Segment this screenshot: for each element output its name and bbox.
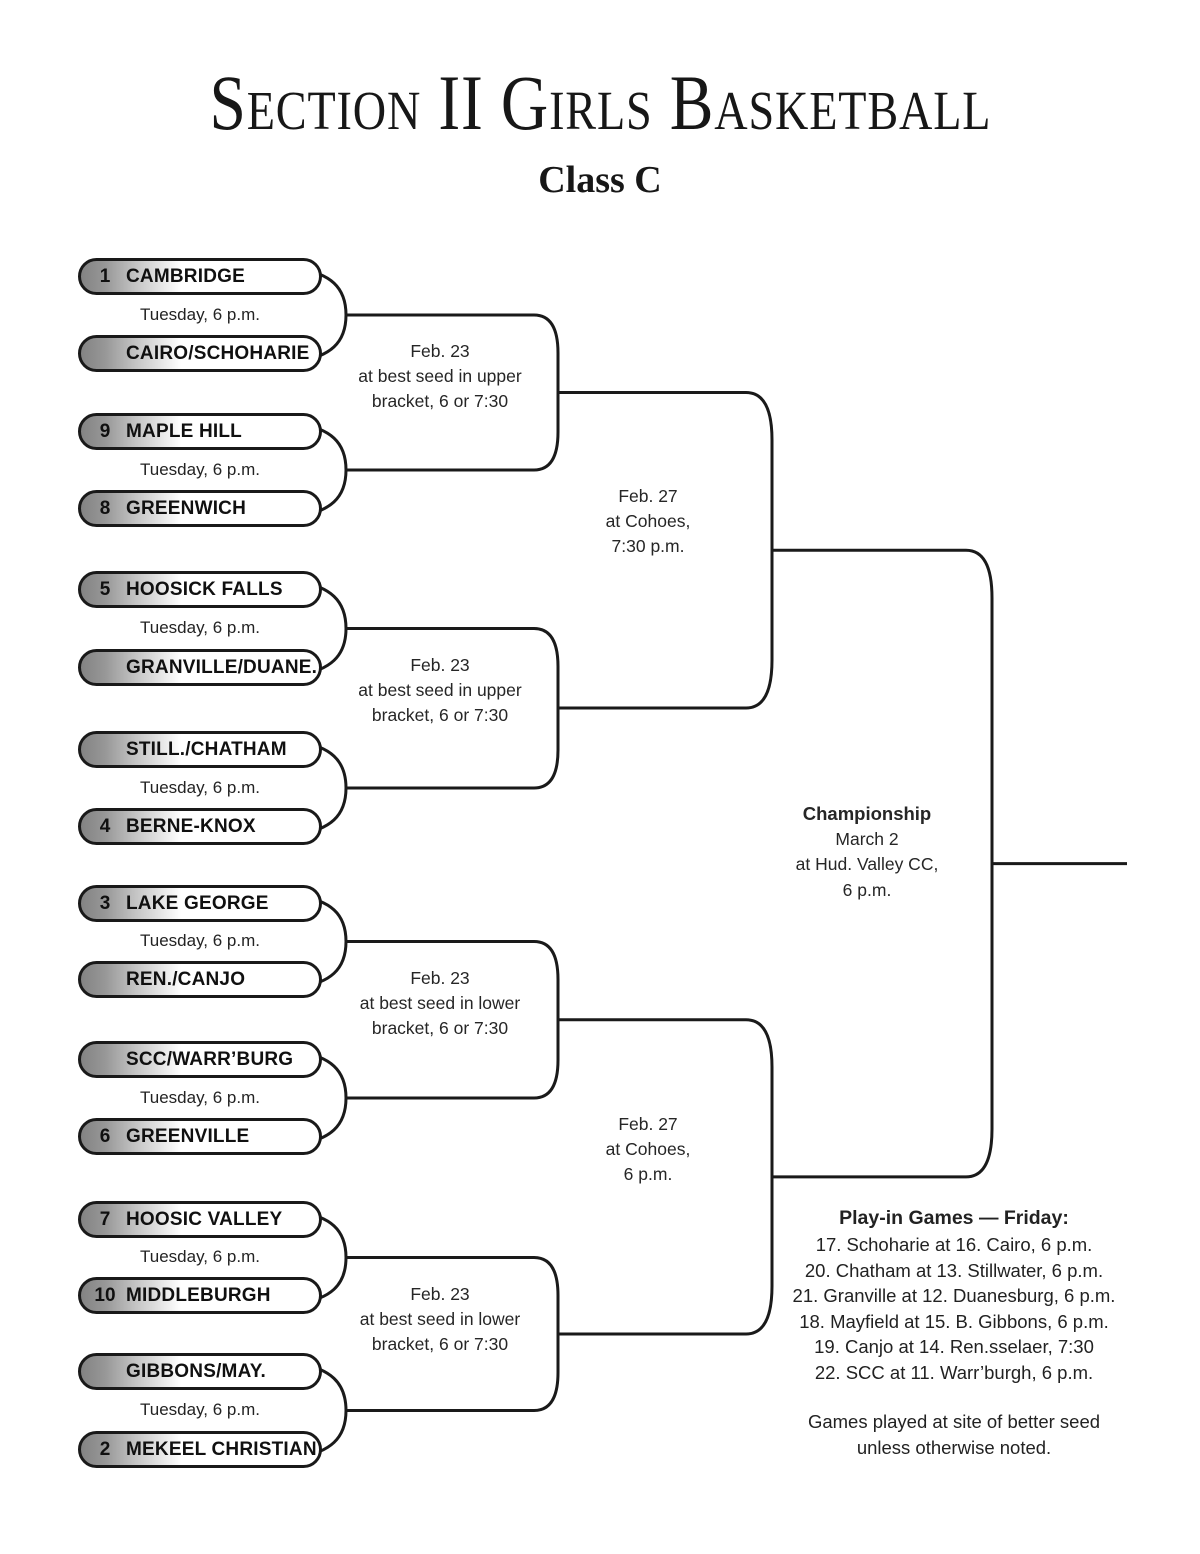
seed-number: 9 — [99, 421, 111, 442]
note-line: bracket, 6 or 7:30 — [371, 705, 509, 725]
seed-number: 4 — [99, 816, 111, 837]
pill-gibbons-may: GIBBONS/MAY. — [78, 1353, 322, 1390]
seed-number — [85, 964, 125, 995]
pill-greenwich: 8 GREENWICH — [78, 490, 322, 527]
team-name: GRANVILLE/DUANE. — [126, 657, 318, 678]
note-line: at Hud. Valley CC, — [795, 854, 939, 874]
pill-greenville: 6 GREENVILLE — [78, 1118, 322, 1155]
seed-number: 3 — [99, 893, 111, 914]
note-line: Feb. 23 — [410, 1284, 470, 1304]
team-name: HOOSICK FALLS — [126, 579, 283, 600]
class-label: Class C — [538, 159, 662, 201]
pill-berne-knox: 4 BERNE-KNOX — [78, 808, 322, 845]
team-name: LAKE GEORGE — [126, 893, 269, 914]
team-name: MIDDLEBURGH — [126, 1285, 271, 1306]
site-note-line: Games played at site of better seed — [807, 1411, 1101, 1432]
note-line: at Cohoes, — [605, 1139, 691, 1159]
quarterfinal-note-1: Feb. 23 at best seed in upper bracket, 6… — [330, 339, 550, 414]
seed-number: 1 — [99, 266, 111, 287]
game-time-label: Tuesday, 6 p.m. — [140, 460, 260, 479]
game-time-label: Tuesday, 6 p.m. — [140, 1400, 260, 1419]
game-time-label: Tuesday, 6 p.m. — [140, 1247, 260, 1266]
pill-mekeel-christian: 2 MEKEEL CHRISTIAN — [78, 1431, 322, 1468]
seed-number: 5 — [99, 579, 111, 600]
note-line: bracket, 6 or 7:30 — [371, 1018, 509, 1038]
seed-number: 8 — [99, 498, 111, 519]
pill-still-chatham: STILL./CHATHAM — [78, 731, 322, 768]
playin-game: 17. Schoharie at 16. Cairo, 6 p.m. — [815, 1234, 1093, 1255]
note-line: March 2 — [835, 828, 899, 849]
note-line: at best seed in lower — [359, 1309, 521, 1329]
note-line: bracket, 6 or 7:30 — [371, 391, 509, 411]
note-line: 6 p.m. — [623, 1164, 673, 1184]
game-time-label: Tuesday, 6 p.m. — [140, 1088, 260, 1107]
team-name: SCC/WARR’BURG — [126, 1049, 294, 1070]
playin-game: 22. SCC at 11. Warr’burgh, 6 p.m. — [814, 1361, 1094, 1383]
pill-maple-hill: 9 MAPLE HILL — [78, 413, 322, 450]
championship-heading: Championship — [802, 803, 932, 824]
pill-cairo-schoharie: CAIRO/SCHOHARIE — [78, 335, 322, 372]
championship-note: Championship March 2 at Hud. Valley CC, … — [735, 801, 999, 903]
seed-number: 2 — [99, 1439, 111, 1460]
team-name: MAPLE HILL — [126, 421, 242, 442]
game-time-label: Tuesday, 6 p.m. — [140, 618, 260, 637]
seed-number — [85, 652, 125, 683]
note-line: Feb. 23 — [410, 341, 470, 361]
note-line: Feb. 27 — [618, 486, 678, 506]
note-line: Feb. 23 — [410, 968, 470, 988]
page-title-text: Section II Girls Basketball — [209, 59, 991, 146]
game-time-label: Tuesday, 6 p.m. — [140, 305, 260, 324]
pill-middleburgh: 10 MIDDLEBURGH — [78, 1277, 322, 1314]
playin-game: 21. Granville at 12. Duanesburg, 6 p.m. — [792, 1285, 1116, 1306]
page-title: Section II Girls Basketball — [0, 62, 1200, 144]
seed-number — [85, 1044, 125, 1075]
pill-granville-duane: GRANVILLE/DUANE. — [78, 649, 322, 686]
team-name: REN./CANJO — [126, 969, 246, 990]
game-time-label: Tuesday, 6 p.m. — [140, 778, 260, 797]
team-name: BERNE-KNOX — [126, 816, 256, 837]
note-line: 7:30 p.m. — [611, 536, 685, 556]
seed-number — [85, 338, 125, 369]
playin-heading: Play-in Games — Friday: — [839, 1207, 1069, 1229]
quarterfinal-note-4: Feb. 23 at best seed in lower bracket, 6… — [330, 1282, 550, 1357]
quarterfinal-note-3: Feb. 23 at best seed in lower bracket, 6… — [330, 966, 550, 1041]
playin-game: 19. Canjo at 14. Ren.sselaer, 7:30 — [814, 1336, 1094, 1357]
pill-hoosic-valley: 7 HOOSIC VALLEY — [78, 1201, 322, 1238]
team-name: MEKEEL CHRISTIAN — [126, 1439, 317, 1460]
semifinal-note-1: Feb. 27 at Cohoes, 7:30 p.m. — [548, 484, 748, 559]
pill-ren-canjo: REN./CANJO — [78, 961, 322, 998]
note-line: at best seed in upper — [358, 366, 522, 386]
seed-number: 7 — [99, 1209, 111, 1230]
team-name: GREENWICH — [126, 498, 247, 519]
note-line: Feb. 23 — [410, 655, 470, 675]
team-name: CAMBRIDGE — [126, 266, 245, 287]
playin-game: 20. Chatham at 13. Stillwater, 6 p.m. — [804, 1259, 1104, 1281]
team-name: HOOSIC VALLEY — [126, 1209, 283, 1230]
note-line: at best seed in lower — [359, 993, 521, 1013]
note-line: Feb. 27 — [618, 1114, 678, 1134]
team-name: GREENVILLE — [126, 1126, 250, 1147]
team-name: STILL./CHATHAM — [126, 739, 287, 760]
seed-number: 6 — [99, 1126, 111, 1147]
playin-game: 18. Mayfield at 15. B. Gibbons, 6 p.m. — [799, 1310, 1109, 1332]
seed-number — [85, 1356, 125, 1387]
pill-lake-george: 3 LAKE GEORGE — [78, 885, 322, 922]
seed-number: 10 — [94, 1285, 116, 1306]
note-line: at best seed in upper — [358, 680, 522, 700]
pill-hoosick-falls: 5 HOOSICK FALLS — [78, 571, 322, 608]
note-line: at Cohoes, — [605, 511, 691, 531]
note-line: 6 p.m. — [842, 879, 892, 900]
pill-cambridge: 1 CAMBRIDGE — [78, 258, 322, 295]
game-time-label: Tuesday, 6 p.m. — [140, 931, 260, 950]
note-line: bracket, 6 or 7:30 — [371, 1334, 509, 1354]
team-name: CAIRO/SCHOHARIE — [126, 343, 310, 364]
seed-number — [85, 734, 125, 765]
playin-games-block: Play-in Games — Friday: 17. Schoharie at… — [738, 1205, 1170, 1461]
site-note-line: unless otherwise noted. — [856, 1437, 1052, 1458]
team-name: GIBBONS/MAY. — [126, 1361, 267, 1382]
pill-scc-warrburg: SCC/WARR’BURG — [78, 1041, 322, 1078]
quarterfinal-note-2: Feb. 23 at best seed in upper bracket, 6… — [330, 653, 550, 728]
semifinal-note-2: Feb. 27 at Cohoes, 6 p.m. — [548, 1112, 748, 1187]
